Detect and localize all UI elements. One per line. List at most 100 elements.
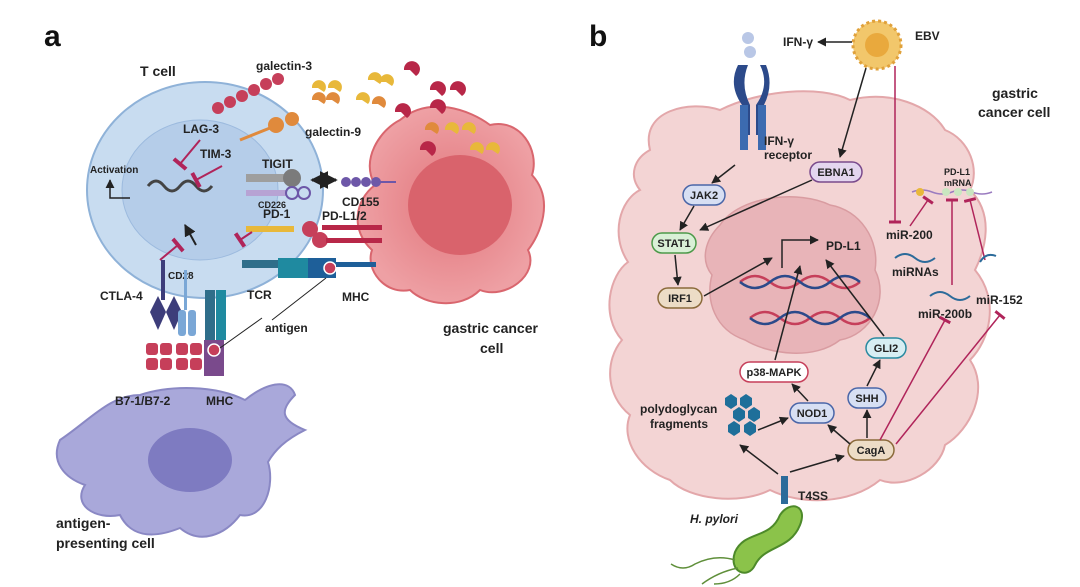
mirnas-label: miRNAs [892,265,939,279]
caga-to-nod1-arrow [827,424,851,445]
tigit-label: TIGIT [262,157,293,171]
ifng-receptor-label-1: IFN-γ [764,134,794,148]
jak2-node: JAK2 [682,184,726,206]
apc-label-2: presenting cell [56,535,155,551]
caga-label: CagA [857,445,886,457]
ebv-to-ebna1-arrow [837,67,867,158]
tcr-label: TCR [247,288,272,302]
panel-label-b: b [589,20,607,53]
p38-to-pdl1-arrow [774,265,803,361]
pdl1-label: PD-L1 [826,239,861,253]
galectin-3-label: galectin-3 [256,59,312,73]
gli2-label: GLI2 [874,343,898,355]
nod1-node: NOD1 [789,402,835,424]
gc-b-label-1: gastric [992,85,1038,101]
receptor-to-jak2-arrow [711,164,736,184]
mir152-inhibit-mrna [963,197,986,261]
mir200-inhibit-mrna [909,195,934,227]
h-pylori-icon [670,505,803,585]
jak2-label: JAK2 [690,190,718,202]
gli2-to-pdl1-arrow [825,259,885,337]
tim3-inhibit [190,165,223,188]
tim3-label: TIM-3 [200,147,232,161]
nod1-to-p38-arrow [791,383,809,402]
pdl12-ligand-icon [302,221,382,248]
polydoglycan-label-1: polydoglycan [640,402,717,416]
shh-node: SHH [847,387,887,409]
stat1-to-irf1-arrow [672,254,682,286]
shh-to-gli2-arrow [866,359,881,387]
pdl1-mrna-label-2: mRNA [944,178,972,188]
ligand-icons [311,61,500,156]
mhc-bottom-label: MHC [206,394,234,408]
pdl12-label: PD-L1/2 [322,209,367,223]
poly-to-nod1-arrow [757,416,789,431]
mhc-apc-icon [204,340,224,376]
ifng-receptor-label-2: receptor [764,148,812,162]
ctla4-label: CTLA-4 [100,289,143,303]
p38-mapk-node: p38-MAPK [739,361,809,383]
tigit-receptor-icon [246,169,301,187]
dna-strand-icon [146,179,214,193]
cd28-receptor-icon [178,270,196,336]
t-cell-label: T cell [140,63,176,79]
mirna-icon [894,253,997,301]
galectin-9-icon [239,112,299,142]
polydoglycan-hexagon-icons [725,394,760,436]
pdl1-mrna-icon [911,188,993,196]
irf1-label: IRF1 [668,293,692,305]
t4ss-label: T4SS [798,489,828,503]
t4ss-to-caga-arrow [789,453,845,473]
p38-label: p38-MAPK [746,367,801,379]
stat1-node: STAT1 [651,232,697,254]
mir152-label: miR-152 [976,293,1023,307]
ifng-receptor-icon [733,32,770,150]
ifng-label: IFN-γ [783,35,813,49]
stat1-label: STAT1 [657,238,690,250]
t4ss-to-poly-arrow [739,444,779,475]
lag3-label: LAG-3 [183,122,219,136]
panel-label-a: a [44,20,61,53]
caga-node: CagA [847,439,895,461]
gastric-cancer-cell-a-label-1: gastric cancer [443,320,538,336]
gc-b-label-2: cancer cell [978,104,1050,120]
pd1-receptor-icon [246,226,294,232]
b7-label: B7-1/B7-2 [115,394,171,408]
t4ss-icon [781,476,788,504]
apc-label-1: antigen- [56,515,111,531]
cd226-label: CD226 [258,200,286,210]
ebna1-node: EBNA1 [809,161,863,183]
cd226-receptor-icon [246,186,311,200]
mir200-label: miR-200 [886,228,933,242]
ebna1-label: EBNA1 [817,167,854,179]
pdl1-gene-arrow [781,235,819,268]
ebv-virus-icon [851,19,903,71]
lag3-inhibit [172,139,201,171]
cd28-activate [184,223,197,246]
mhc-right-label: MHC [342,290,370,304]
polydoglycan-label-2: fragments [650,417,708,431]
activation-label: Activation [90,165,138,176]
antigen-label: antigen [265,321,308,335]
tcr-stalk-icon [205,290,226,340]
ctla4-inhibit [159,237,185,261]
mir200b-label: miR-200b [918,307,972,321]
jak2-to-stat1-arrow [679,205,695,231]
cd28-label: CD28 [168,271,194,282]
mhc-ligand-icon [308,258,376,278]
pdl1-mrna-label-1: PD-L1 [944,167,970,177]
gli2-node: GLI2 [865,337,907,359]
pd1-inhibit [233,231,253,248]
irf1-node: IRF1 [657,287,703,309]
caga-inhibit-mir152 [895,310,1006,445]
shh-label: SHH [855,393,878,405]
ctla4-receptor-icon [150,260,182,330]
antigen-pointer [271,277,327,321]
cd155-ligand-icon [341,177,396,187]
irf1-to-pdl1-arrow [703,257,773,297]
antigen-presenting-cell [55,383,308,538]
galectin-9-label: galectin-9 [305,125,361,139]
tcr-receptor-icon [242,258,308,278]
antigen-pointer-2 [219,317,263,349]
